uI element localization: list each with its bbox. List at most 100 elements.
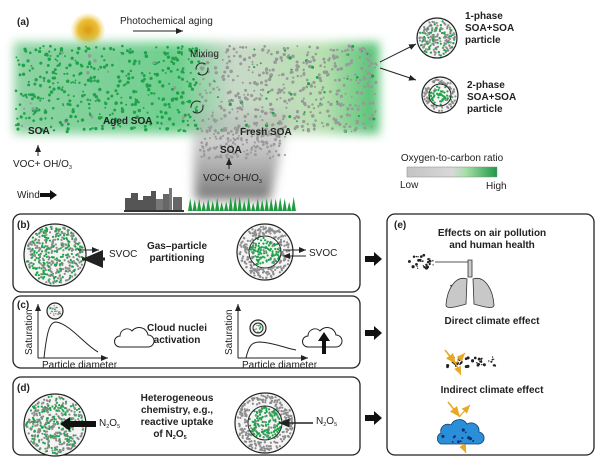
- particle-dot: [60, 231, 63, 234]
- particle-dot: [153, 92, 156, 95]
- particle-dot: [347, 53, 350, 56]
- particle-dot: [69, 448, 72, 451]
- y-axis-label: Saturation: [24, 309, 35, 355]
- particle-dot: [477, 357, 481, 361]
- particle-dot: [42, 130, 46, 133]
- particle-dot: [116, 75, 121, 79]
- particle-dot: [44, 268, 47, 272]
- particle-dot: [216, 96, 219, 99]
- particle-dot: [39, 99, 42, 102]
- particle-dot: [271, 417, 274, 420]
- particle-dot: [230, 144, 233, 148]
- particle-dot: [321, 86, 325, 89]
- particle-dot: [182, 71, 185, 74]
- wind-label: Wind: [17, 190, 40, 201]
- particle-dot: [264, 67, 269, 71]
- particle-dot: [267, 425, 270, 429]
- particle-dot: [331, 127, 334, 130]
- particle-dot: [192, 77, 195, 81]
- particle-dot: [31, 107, 35, 111]
- particle-dot: [441, 81, 445, 85]
- particle-dot: [39, 97, 42, 100]
- particle-dot: [198, 92, 202, 96]
- particle-dot: [314, 52, 318, 56]
- particle-dot: [45, 71, 49, 74]
- particle-dot: [223, 145, 226, 148]
- particle-dot: [57, 229, 60, 232]
- particle-dot: [255, 124, 258, 127]
- particle-dot: [72, 260, 76, 263]
- particle-dot: [31, 256, 34, 259]
- particle-dot: [54, 405, 58, 408]
- particle-dot: [60, 51, 64, 55]
- particle-dot: [42, 406, 45, 410]
- particle-dot: [285, 106, 288, 109]
- particle-dot: [327, 114, 331, 118]
- particle-dot: [464, 365, 468, 369]
- particle-dot: [251, 234, 255, 237]
- particle-dot: [206, 60, 210, 65]
- particle-dot: [261, 415, 264, 419]
- particle-dot: [131, 76, 135, 80]
- particle-dot: [73, 406, 76, 409]
- particle-dot: [129, 69, 133, 73]
- particle-dot: [31, 264, 34, 267]
- particle-dot: [43, 80, 46, 82]
- particle-dot: [18, 73, 22, 77]
- arrow-to-1-phase-icon: [379, 43, 417, 63]
- particle-dot: [449, 103, 452, 106]
- particle-dot: [35, 412, 38, 415]
- particle-dot: [30, 440, 33, 443]
- particle-core-boundary: [428, 83, 452, 107]
- particle-dot: [438, 109, 441, 112]
- particle-dot: [258, 227, 261, 231]
- particle-dot: [427, 36, 430, 39]
- particle-dot: [295, 124, 299, 129]
- particle-dot: [348, 114, 352, 117]
- particle-dot: [343, 49, 347, 52]
- particle-dot: [33, 429, 36, 432]
- particle-dot: [284, 418, 287, 421]
- particle-dot: [226, 137, 230, 141]
- particle-dot: [147, 88, 151, 92]
- particle-dot: [355, 90, 360, 95]
- particle-icon: [46, 302, 64, 320]
- particle-dot: [37, 257, 40, 260]
- particle-dot: [255, 262, 258, 266]
- particle-dot: [16, 117, 19, 120]
- particle-dot: [38, 254, 42, 257]
- particle-dot: [428, 46, 431, 49]
- particle-dot: [171, 97, 175, 101]
- particle-dot: [360, 91, 364, 95]
- particle-dot: [138, 62, 141, 65]
- particle-dot: [271, 68, 275, 72]
- particle-dot: [425, 50, 428, 54]
- particle-dot: [263, 449, 266, 452]
- particle-dot: [430, 31, 433, 34]
- particle-dot: [42, 277, 45, 280]
- particle-dot: [134, 98, 137, 101]
- arrow-d-to-e-icon: [365, 411, 382, 425]
- particle-dot: [239, 251, 242, 254]
- particle-dot: [164, 72, 167, 74]
- x-axis-label: Particle diameter: [42, 360, 118, 371]
- particle-dot: [256, 432, 259, 436]
- particle-dot: [425, 27, 428, 31]
- particle-dot: [76, 265, 79, 268]
- particle-dot: [276, 133, 280, 136]
- particle-dot: [273, 60, 277, 65]
- particle-shell: [249, 319, 267, 337]
- particle-dot: [228, 44, 231, 48]
- particle-dot: [315, 75, 319, 79]
- particle-dot: [268, 156, 272, 160]
- particle-dot: [346, 107, 350, 111]
- particle-dot: [216, 131, 220, 135]
- particle-dot: [161, 84, 165, 88]
- particle-dot: [426, 34, 429, 37]
- particle-dot: [26, 59, 30, 63]
- particle-dot: [44, 447, 47, 450]
- particle-dot: [77, 413, 80, 416]
- particle-dot: [280, 403, 283, 407]
- particle-dot: [262, 432, 265, 435]
